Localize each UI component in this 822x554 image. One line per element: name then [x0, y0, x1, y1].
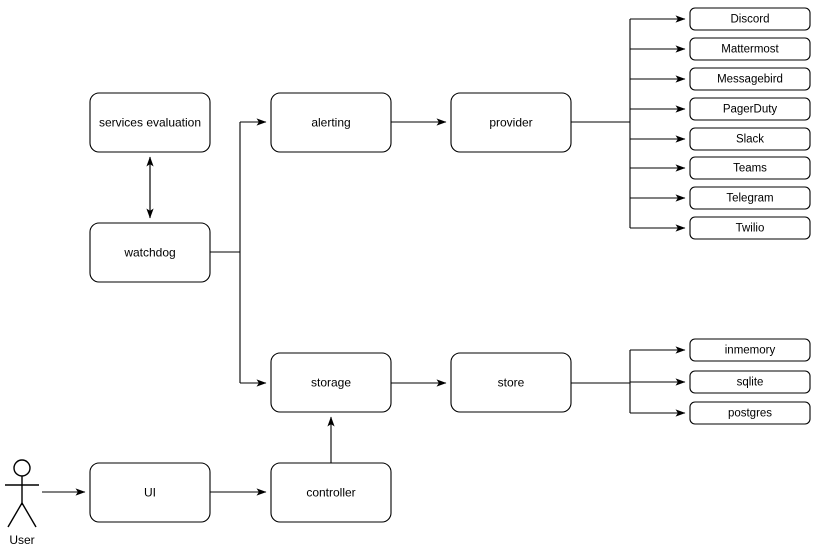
leaf-inmemory-box[interactable] [689, 338, 811, 362]
edge-watchdog-branch [210, 118, 267, 387]
leaf-messagebird-box[interactable] [689, 67, 811, 91]
leaf-inmemory-label: inmemory [725, 345, 776, 357]
store-connector-layer [630, 346, 686, 417]
leaf-telegram[interactable]: Telegram [689, 186, 811, 210]
leaf-mattermost-box[interactable] [689, 37, 811, 61]
leaf-messagebird[interactable]: Messagebird [689, 67, 811, 91]
provider-connector-layer [630, 15, 686, 232]
node-watchdog[interactable]: watchdog [89, 222, 211, 283]
node-store-label: store [498, 376, 525, 390]
node-services-evaluation[interactable]: services evaluation [89, 92, 211, 153]
node-storage[interactable]: storage [270, 352, 392, 413]
leaf-messagebird-label: Messagebird [717, 74, 783, 86]
leaf-sqlite-box[interactable] [689, 370, 811, 394]
leaf-teams[interactable]: Teams [689, 156, 811, 180]
actor-right-leg-icon [21, 502, 37, 528]
leaf-telegram-label: Telegram [726, 193, 773, 205]
node-provider-label: provider [489, 116, 532, 130]
node-services-evaluation-box[interactable] [89, 92, 211, 153]
leaf-mattermost-label: Mattermost [721, 44, 779, 56]
node-controller-box[interactable] [270, 462, 392, 523]
leaf-sqlite[interactable]: sqlite [689, 370, 811, 394]
leaf-twilio-label: Twilio [736, 223, 765, 235]
node-ui[interactable]: UI [89, 462, 211, 523]
leaf-postgres[interactable]: postgres [689, 401, 811, 425]
node-watchdog-label: watchdog [123, 246, 175, 260]
node-store-box[interactable] [450, 352, 572, 413]
actor-left-leg-icon [7, 502, 23, 528]
leaf-teams-box[interactable] [689, 156, 811, 180]
leaf-slack-label: Slack [736, 134, 764, 146]
node-alerting[interactable]: alerting [270, 92, 392, 153]
user-actor[interactable]: User [5, 459, 39, 547]
node-ui-box[interactable] [89, 462, 211, 523]
node-storage-box[interactable] [270, 352, 392, 413]
leaf-mattermost[interactable]: Mattermost [689, 37, 811, 61]
leaf-pagerduty-label: PagerDuty [723, 104, 778, 116]
leaf-postgres-box[interactable] [689, 401, 811, 425]
node-controller-label: controller [306, 486, 355, 500]
leaf-telegram-box[interactable] [689, 186, 811, 210]
leaf-postgres-label: postgres [728, 408, 772, 420]
leaf-slack-box[interactable] [689, 127, 811, 151]
node-provider-box[interactable] [450, 92, 572, 153]
leaf-inmemory[interactable]: inmemory [689, 338, 811, 362]
node-controller[interactable]: controller [270, 462, 392, 523]
leaf-discord[interactable]: Discord [689, 7, 811, 31]
leaf-pagerduty[interactable]: PagerDuty [689, 97, 811, 121]
leaf-twilio-box[interactable] [689, 216, 811, 240]
edge-store-fanout [571, 350, 631, 413]
leaf-discord-box[interactable] [689, 7, 811, 31]
node-store[interactable]: store [450, 352, 572, 413]
node-storage-label: storage [311, 376, 351, 390]
actor-head-icon [13, 459, 31, 477]
node-ui-label: UI [144, 486, 156, 500]
node-provider[interactable]: provider [450, 92, 572, 153]
leaf-twilio[interactable]: Twilio [689, 216, 811, 240]
node-alerting-label: alerting [311, 116, 350, 130]
leaf-discord-label: Discord [731, 14, 770, 26]
leaf-pagerduty-box[interactable] [689, 97, 811, 121]
leaf-slack[interactable]: Slack [689, 127, 811, 151]
leaf-sqlite-label: sqlite [737, 377, 764, 389]
leaf-teams-label: Teams [733, 163, 767, 175]
node-alerting-box[interactable] [270, 92, 392, 153]
user-actor-label: User [9, 533, 34, 547]
edge-provider-fanout [571, 19, 631, 228]
node-watchdog-box[interactable] [89, 222, 211, 283]
node-services-evaluation-label: services evaluation [99, 116, 201, 130]
edge-layer [42, 19, 631, 496]
